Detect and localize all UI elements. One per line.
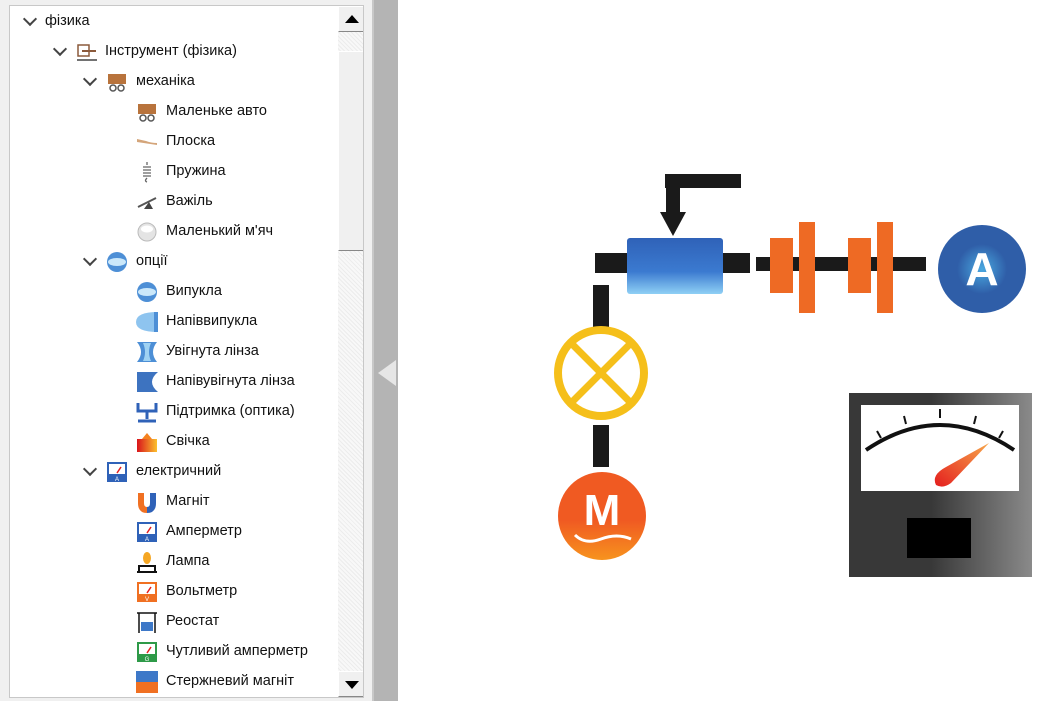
tree-item[interactable]: V Вольтметр (10, 577, 338, 607)
arrow-up-icon (345, 15, 359, 23)
arrow-down-icon (345, 681, 359, 689)
tree-item-label: Амперметр (166, 523, 242, 539)
magnet-icon (136, 491, 158, 513)
instrument-icon (76, 41, 98, 63)
tree-item-label: Свічка (166, 433, 210, 449)
candle-icon (136, 431, 158, 453)
lens-icon (106, 251, 128, 273)
ammeter-symbol[interactable]: A (938, 225, 1026, 313)
tree-item-label: Маленький м'яч (166, 223, 274, 239)
cart-icon (136, 101, 158, 123)
circuit-canvas[interactable]: A M (398, 0, 1064, 701)
tree-item[interactable]: Плоска (10, 127, 338, 157)
svg-text:G: G (145, 657, 150, 663)
tree-item-label: опції (136, 253, 168, 269)
ammeter-label: A (965, 243, 999, 295)
chevron-down-icon[interactable] (82, 461, 98, 477)
tree-item-label: Підтримка (оптика) (166, 403, 295, 419)
wave-icon (573, 533, 632, 543)
tree-item-label: Важіль (166, 193, 213, 209)
tree-item[interactable]: A Амперметр (10, 517, 338, 547)
concave-lens-icon (136, 341, 158, 363)
svg-text:A: A (115, 477, 119, 483)
tree-item[interactable]: Пружина (10, 157, 338, 187)
chevron-down-icon[interactable] (82, 71, 98, 87)
tree-item-label: Вольтметр (166, 583, 238, 599)
rheostat-icon (136, 611, 158, 633)
tree-item[interactable]: G Чутливий амперметр (10, 637, 338, 667)
tree-item[interactable]: Випукла (10, 277, 338, 307)
plano-concave-lens-icon (136, 371, 158, 393)
tree-item[interactable]: Лампа (10, 547, 338, 577)
tree-item-label: Інструмент (фізика) (105, 43, 237, 59)
ball-icon (136, 221, 158, 243)
convex-lens-icon (136, 281, 158, 303)
tree-item-label: Стержневий магніт (166, 673, 294, 689)
bar-magnet-icon (136, 671, 158, 693)
tree-item[interactable]: Стержневий магніт (10, 667, 338, 697)
meter-component[interactable] (849, 393, 1032, 577)
ammeter-icon: A (106, 461, 128, 483)
tree-item-label: фізика (45, 13, 90, 29)
tree-item-label: Лампа (166, 553, 210, 569)
galvanometer-icon: G (136, 641, 158, 663)
tree-item[interactable]: опції (10, 247, 338, 277)
lever-icon (136, 191, 158, 213)
tree-item-label: Реостат (166, 613, 220, 629)
tree-item-label: Пружина (166, 163, 226, 179)
tree-item[interactable]: Магніт (10, 487, 338, 517)
tree-item[interactable]: Маленький м'яч (10, 217, 338, 247)
tree-item[interactable]: Напівувігнута лінза (10, 367, 338, 397)
scroll-up-button[interactable] (338, 6, 363, 32)
motor-symbol[interactable]: M (558, 472, 646, 560)
plane-icon (136, 131, 158, 153)
tree-item-label: Плоска (166, 133, 216, 149)
tree-item[interactable]: Увігнута лінза (10, 337, 338, 367)
lamp-icon (136, 551, 158, 573)
tree-scrollbar[interactable] (338, 6, 363, 697)
tree-item-label: Напівувігнута лінза (166, 373, 295, 389)
tree-item[interactable]: Важіль (10, 187, 338, 217)
cart-icon (106, 71, 128, 93)
collapse-arrow-icon[interactable] (378, 360, 396, 386)
svg-text:A: A (145, 537, 149, 543)
scroll-down-button[interactable] (338, 671, 363, 697)
lamp-icon (554, 326, 648, 420)
tree-item[interactable]: механіка (10, 67, 338, 97)
tree-item[interactable]: Маленьке авто (10, 97, 338, 127)
chevron-down-icon[interactable] (22, 11, 38, 27)
scrollbar-thumb[interactable] (338, 51, 363, 251)
tree-item[interactable]: Підтримка (оптика) (10, 397, 338, 427)
tree-item[interactable]: Напіввипукла (10, 307, 338, 337)
tree-item-label: Напіввипукла (166, 313, 258, 329)
ammeter-icon: A (136, 521, 158, 543)
tree-item[interactable]: Свічка (10, 427, 338, 457)
chevron-down-icon[interactable] (82, 251, 98, 267)
motor-label: M (583, 486, 621, 535)
tree-item[interactable]: Реостат (10, 607, 338, 637)
svg-text:V: V (145, 597, 149, 603)
tree-item[interactable]: фізика (10, 7, 338, 37)
tree-item-label: Увігнута лінза (166, 343, 259, 359)
tree-item-label: Маленьке авто (166, 103, 267, 119)
chevron-down-icon[interactable] (52, 41, 68, 57)
tree-item-label: Магніт (166, 493, 210, 509)
tree-item-label: Чутливий амперметр (166, 643, 308, 659)
gauge-icon (864, 409, 1016, 487)
tree-item-label: електричний (136, 463, 222, 479)
panel-splitter[interactable] (372, 0, 398, 701)
tree-item-label: Випукла (166, 283, 222, 299)
tree-item-label: механіка (136, 73, 195, 89)
voltmeter-icon: V (136, 581, 158, 603)
plano-convex-lens-icon (136, 311, 158, 333)
tree-item[interactable]: Інструмент (фізика) (10, 37, 338, 67)
optics-support-icon (136, 401, 158, 423)
spring-icon (136, 161, 158, 183)
